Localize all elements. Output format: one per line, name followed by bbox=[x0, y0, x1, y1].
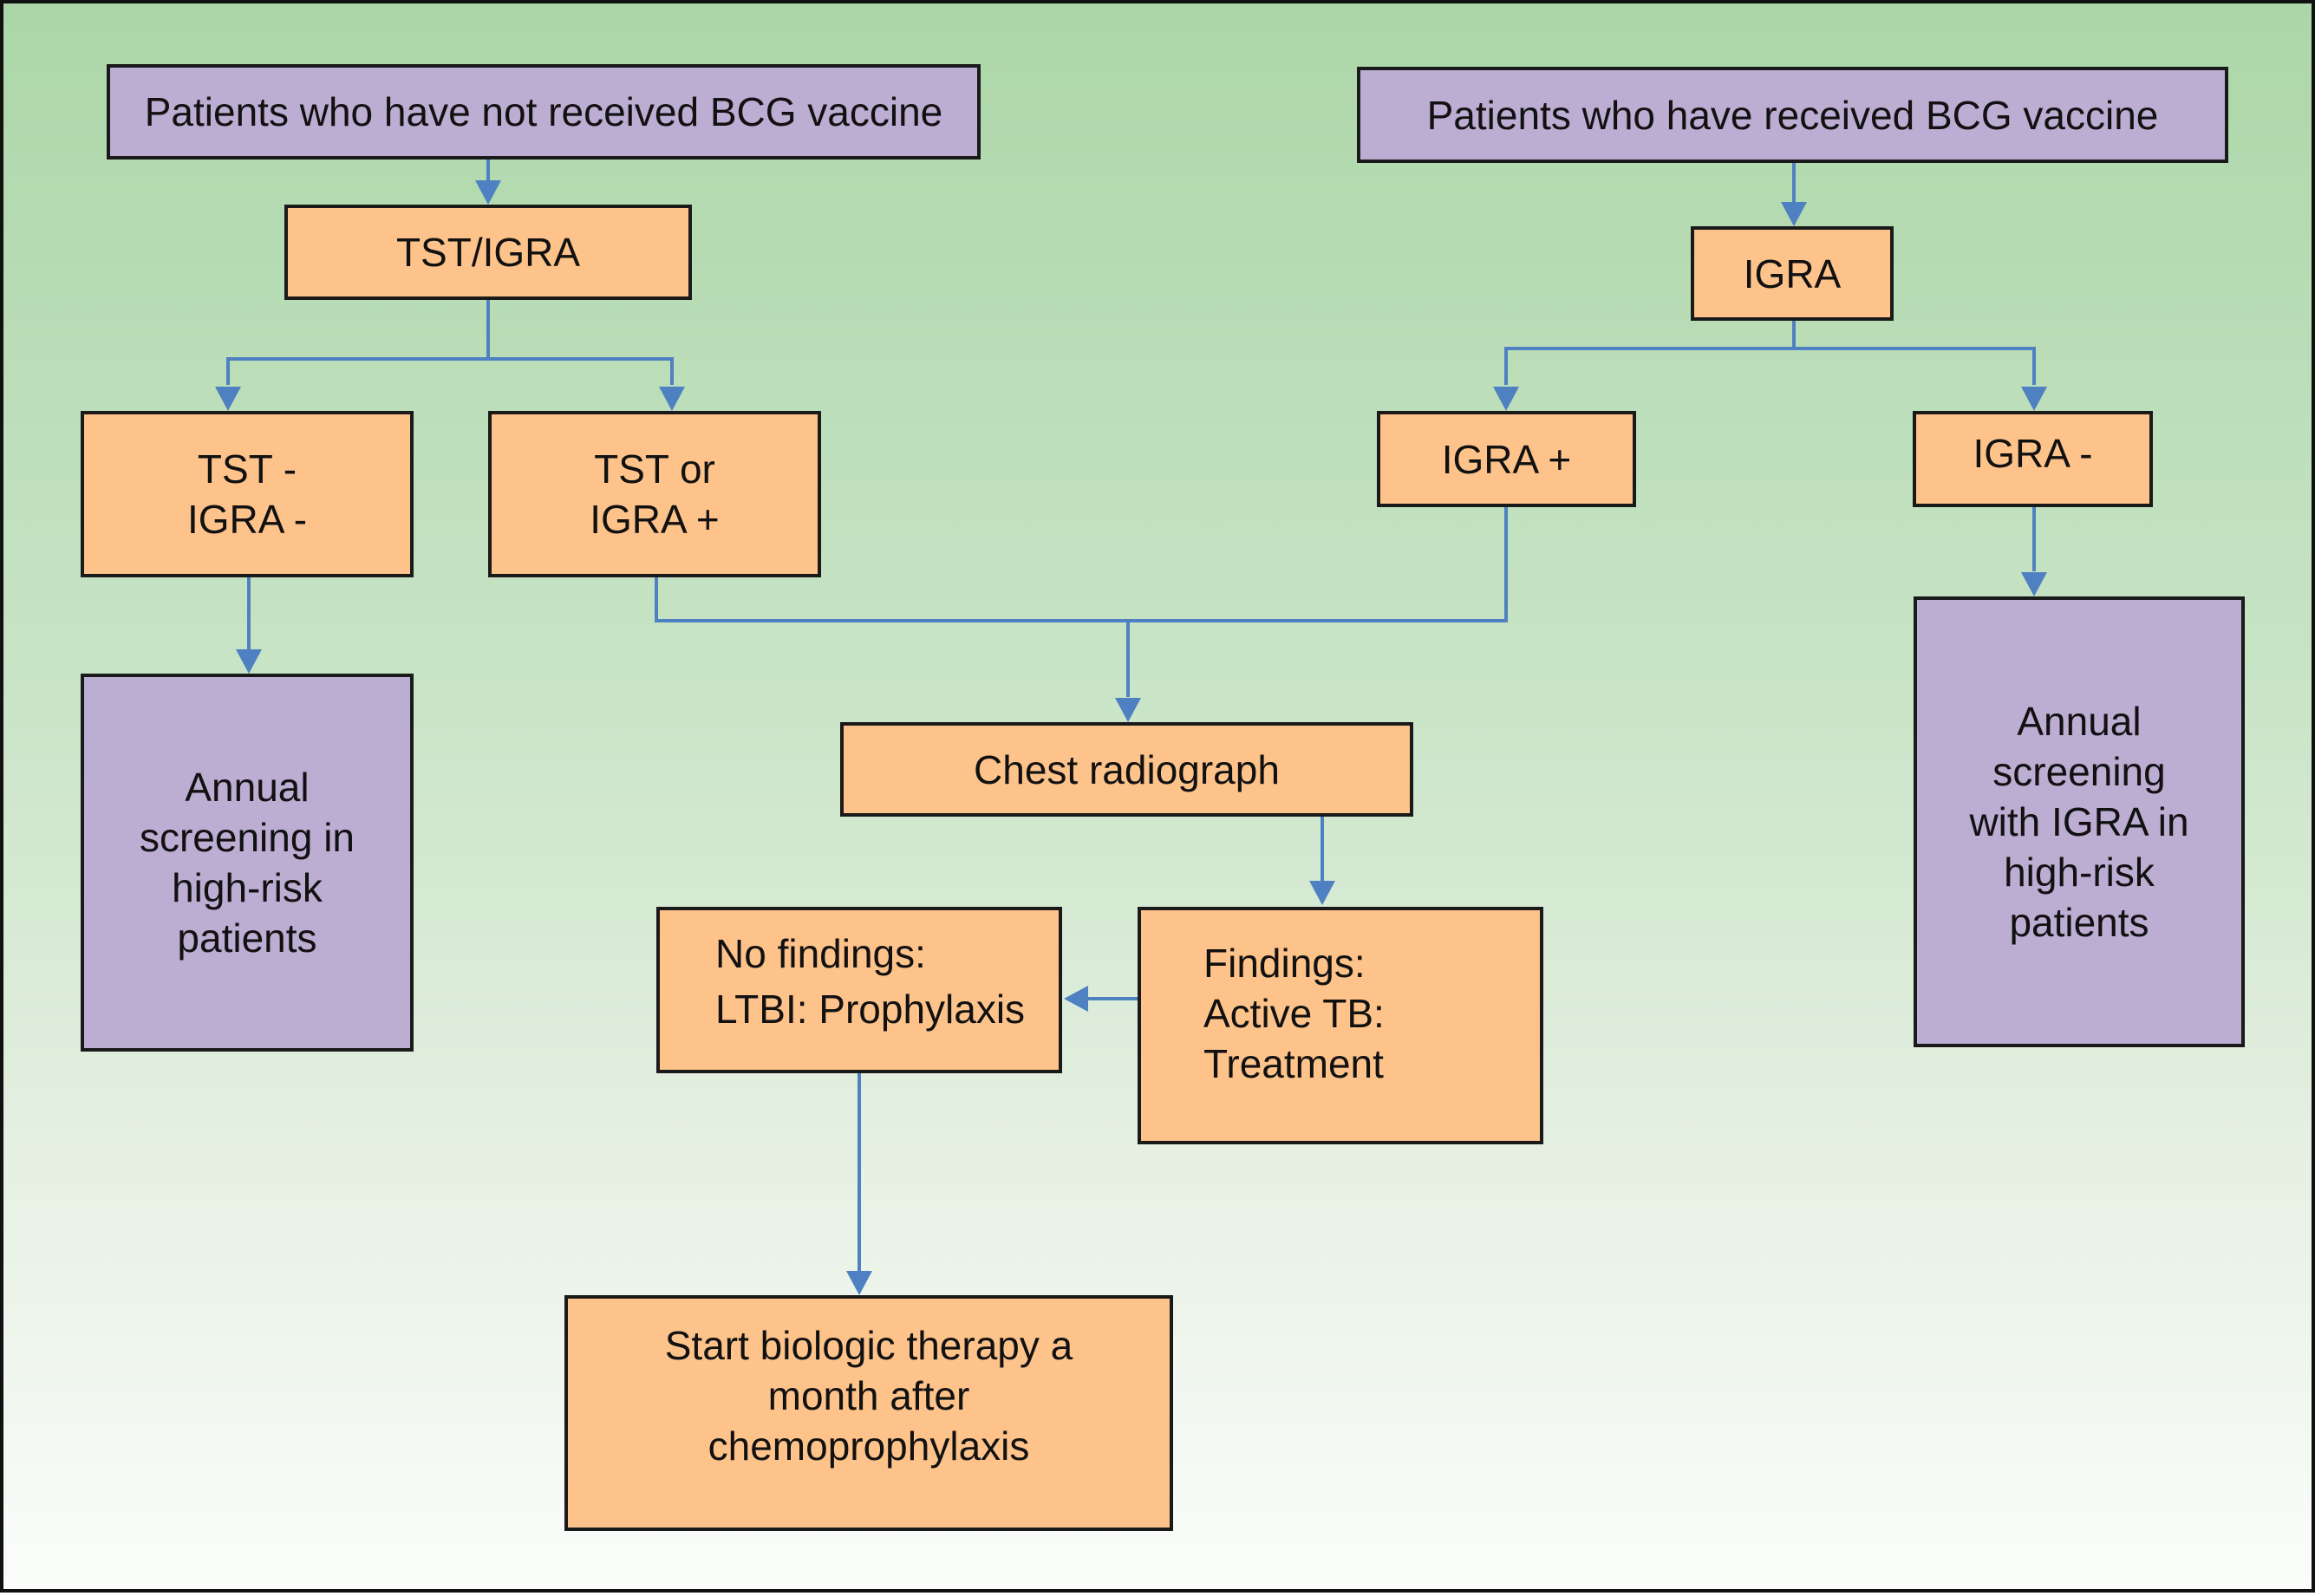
arrow-head-tst-igra bbox=[475, 180, 501, 205]
edge-positives-merge bbox=[655, 507, 1508, 622]
edge-igra-split bbox=[1504, 347, 2036, 385]
node-tst-or-igra-positive: TST or IGRA + bbox=[488, 411, 821, 577]
node-no-findings: No findings: LTBI: Prophylaxis bbox=[656, 907, 1062, 1073]
node-tst-igra: TST/IGRA bbox=[284, 205, 692, 300]
arrow-head-igra-pos bbox=[1493, 387, 1519, 411]
node-annual-screening-right: Annual screening with IGRA in high-risk … bbox=[1914, 596, 2245, 1047]
arrow-head-tst-neg bbox=[215, 387, 241, 411]
arrow-head-igra-neg bbox=[2021, 387, 2047, 411]
node-start-biologic-therapy: Start biologic therapy a month after che… bbox=[564, 1295, 1173, 1531]
arrow-head-findings bbox=[1309, 881, 1335, 905]
arrow-head-tst-pos bbox=[659, 387, 685, 411]
arrow-head-annual-left bbox=[236, 649, 262, 674]
node-chest-radiograph: Chest radiograph bbox=[840, 722, 1413, 817]
arrow-head-igra bbox=[1781, 202, 1807, 226]
arrow-head-no-findings bbox=[1064, 986, 1088, 1012]
node-received-bcg: Patients who have received BCG vaccine bbox=[1357, 67, 2228, 163]
node-not-received-bcg: Patients who have not received BCG vacci… bbox=[107, 64, 981, 160]
node-igra: IGRA bbox=[1691, 226, 1894, 321]
node-findings: Findings: Active TB: Treatment bbox=[1138, 907, 1543, 1144]
arrow-head-biologic bbox=[846, 1271, 872, 1295]
node-annual-screening-left: Annual screening in high-risk patients bbox=[81, 674, 414, 1052]
arrow-head-chest bbox=[1115, 698, 1141, 722]
node-tst-igra-negative: TST - IGRA - bbox=[81, 411, 414, 577]
edge-tst-igra-split bbox=[226, 357, 674, 385]
node-igra-positive: IGRA + bbox=[1377, 411, 1636, 507]
node-igra-negative: IGRA - bbox=[1913, 411, 2153, 507]
arrow-head-annual-right bbox=[2021, 572, 2047, 596]
connectors-layer bbox=[215, 160, 2047, 1295]
